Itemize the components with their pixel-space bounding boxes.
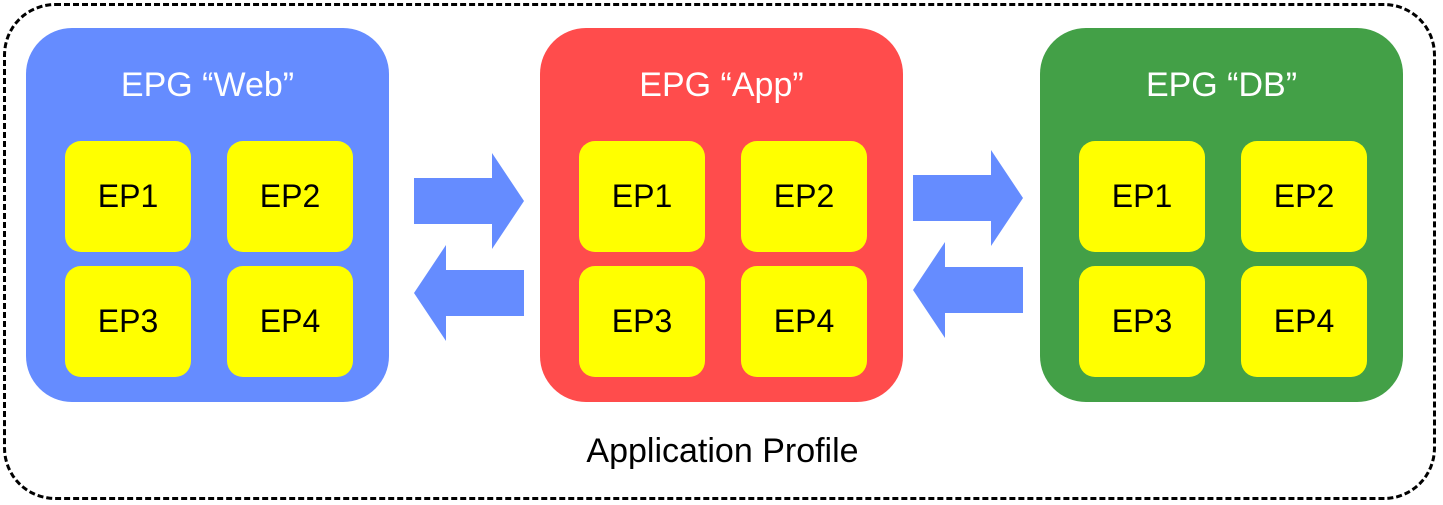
endpoint-ep4: EP4	[227, 266, 353, 377]
endpoint-ep3: EP3	[1079, 266, 1205, 377]
arrow-left-db-to-app	[913, 242, 1023, 338]
endpoint-ep2: EP2	[741, 141, 867, 252]
endpoint-ep4: EP4	[1241, 266, 1367, 377]
epg-db-title: EPG “DB”	[1145, 66, 1298, 104]
application-profile-label: Application Profile	[586, 432, 859, 470]
endpoint-ep1: EP1	[65, 141, 191, 252]
endpoint-ep3: EP3	[579, 266, 705, 377]
endpoint-ep4: EP4	[741, 266, 867, 377]
epg-web-title: EPG “Web”	[120, 66, 295, 104]
endpoint-ep3: EP3	[65, 266, 191, 377]
epg-app: EPG “App” EP1 EP2 EP3 EP4	[540, 28, 903, 402]
endpoint-ep1: EP1	[579, 141, 705, 252]
epg-web: EPG “Web” EP1 EP2 EP3 EP4	[26, 28, 389, 402]
arrow-left-app-to-web	[414, 245, 524, 341]
endpoint-ep2: EP2	[227, 141, 353, 252]
arrow-right-web-to-app	[414, 153, 524, 249]
endpoint-ep2: EP2	[1241, 141, 1367, 252]
epg-app-title: EPG “App”	[639, 66, 804, 104]
arrow-right-app-to-db	[913, 150, 1023, 246]
epg-db: EPG “DB” EP1 EP2 EP3 EP4	[1040, 28, 1403, 402]
endpoint-ep1: EP1	[1079, 141, 1205, 252]
application-profile-boundary: Application Profile	[3, 3, 1436, 500]
